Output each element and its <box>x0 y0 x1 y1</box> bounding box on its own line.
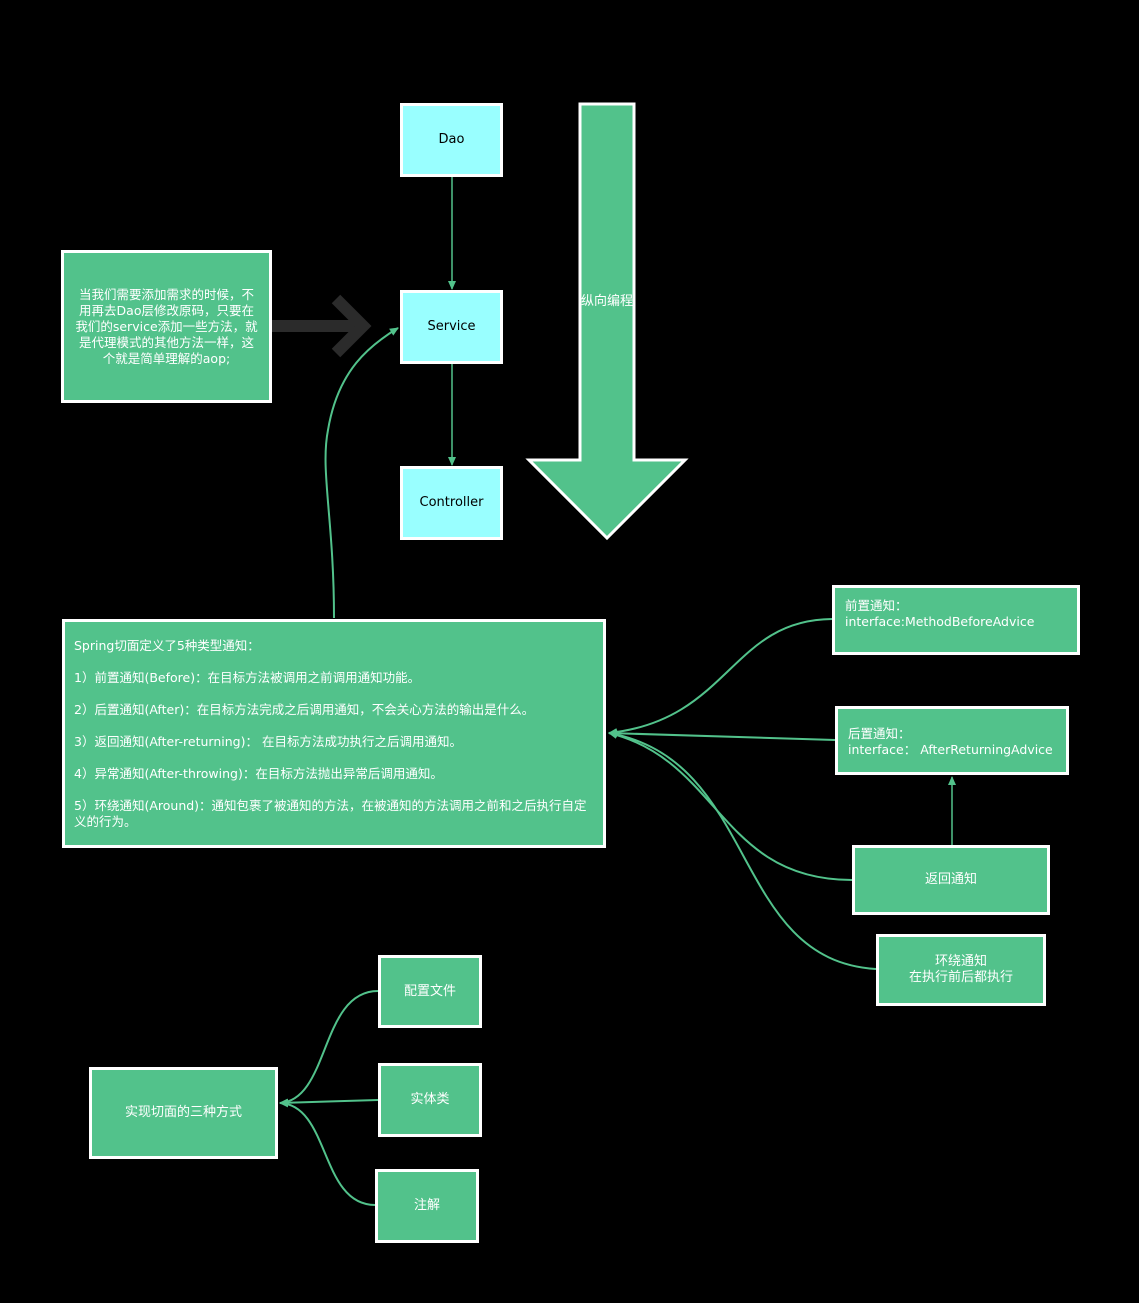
vertical-arrow-label: 纵向编程 <box>580 294 633 309</box>
aop-note-node[interactable]: 当我们需要添加需求的时候，不 用再去Dao层修改原码，只要在 我们的servic… <box>61 250 272 403</box>
advice-item: 1）前置通知(Before)：在目标方法被调用之前调用通知功能。 <box>74 670 421 685</box>
edge-entity-class <box>279 1098 379 1107</box>
annotation-node[interactable]: 注解 <box>375 1169 479 1243</box>
returning-advice-node[interactable]: 返回通知 <box>852 845 1050 915</box>
edge-before-advice <box>608 618 833 737</box>
after-advice-node[interactable]: 后置通知： interface： AfterReturningAdvice <box>835 706 1069 775</box>
entity-class-node[interactable]: 实体类 <box>378 1063 482 1137</box>
aop-note-text: 当我们需要添加需求的时候，不 用再去Dao层修改原码，只要在 我们的servic… <box>75 286 258 366</box>
dao-node[interactable]: Dao <box>400 103 503 177</box>
entity-class-label: 实体类 <box>410 1092 450 1107</box>
controller-label: Controller <box>419 495 484 510</box>
edge-after-advice <box>608 729 836 741</box>
advice-types-intro: Spring切面定义了5种类型通知： <box>74 638 260 653</box>
aop-ways-title: 实现切面的三种方式 <box>124 1105 242 1120</box>
before-advice-node[interactable]: 前置通知： interface:MethodBeforeAdvice <box>832 585 1080 655</box>
controller-node[interactable]: Controller <box>400 466 503 540</box>
config-file-node[interactable]: 配置文件 <box>378 955 482 1028</box>
note-to-service-arrow <box>272 294 372 358</box>
advice-item: 2）后置通知(After)：在目标方法完成之后调用通知，不会关心方法的输出是什么… <box>74 702 535 717</box>
service-label: Service <box>427 319 476 334</box>
config-file-label: 配置文件 <box>403 983 456 999</box>
advice-item: 5）环绕通知(Around)：通知包裹了被通知的方法，在被通知的方法调用之前和之… <box>74 798 587 829</box>
before-advice-text: 前置通知： interface:MethodBeforeAdvice <box>845 598 1035 629</box>
returning-advice-text: 返回通知 <box>924 872 977 887</box>
around-advice-text: 环绕通知 在执行前后都执行 <box>908 954 1013 985</box>
dao-label: Dao <box>438 132 465 147</box>
after-advice-text: 后置通知： interface： AfterReturningAdvice <box>848 726 1053 757</box>
service-node[interactable]: Service <box>400 290 503 364</box>
aop-ways-node[interactable]: 实现切面的三种方式 <box>89 1067 278 1159</box>
edge-around-advice <box>608 730 877 970</box>
advice-item: 3）返回通知(After-returning)： 在目标方法成功执行之后调用通知… <box>74 734 462 749</box>
annotation-label: 注解 <box>413 1198 440 1213</box>
edge-returning-advice <box>608 731 853 881</box>
advice-types-node[interactable]: Spring切面定义了5种类型通知： 1）前置通知(Before)：在目标方法被… <box>62 619 606 848</box>
edge-annotation <box>279 1099 376 1206</box>
edge-config-file <box>279 990 379 1107</box>
vertical-programming-arrow <box>525 102 689 541</box>
edge-advice-service <box>324 327 399 619</box>
around-advice-node[interactable]: 环绕通知 在执行前后都执行 <box>876 934 1046 1006</box>
advice-item: 4）异常通知(After-throwing)：在目标方法抛出异常后调用通知。 <box>74 766 443 781</box>
